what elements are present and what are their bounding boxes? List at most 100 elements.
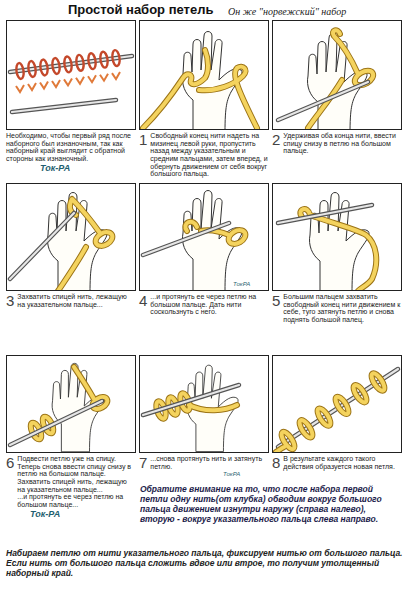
step-caption: Подвести петлю уже на спицу. Теперь снов… — [17, 455, 136, 478]
note-text: Обратите внимание на то, что после набор… — [140, 484, 402, 524]
note-text: Набираем петлю от нити указательного пал… — [6, 548, 404, 578]
caption-body: Свободный конец нити надеть на мизинец л… — [150, 132, 269, 178]
hand-needle-figure — [58, 199, 115, 291]
step-caption: Свободный конец нити надеть на мизинец л… — [150, 132, 269, 178]
step-panel: 2Удерживая оба конца нити, ввести спицу … — [272, 20, 402, 155]
needle-stitches-figure — [39, 59, 48, 76]
step-panel: 3Захватить спицей нить, лежащую на указа… — [6, 183, 136, 308]
hand-needle-figure — [278, 30, 376, 134]
step-panel: 1Свободный конец нити надеть на мизинец … — [139, 20, 269, 178]
step-caption: Удерживая оба конца нити, ввести спицу с… — [283, 132, 402, 155]
step-number: 5 — [272, 293, 280, 308]
caption-body: Подвести петлю уже на спицу. Теперь снов… — [17, 455, 136, 509]
hand-needle-figure — [143, 223, 229, 255]
step-number: 8 — [272, 455, 280, 470]
illustration-frame — [139, 20, 269, 130]
caption: 2Удерживая оба конца нити, ввести спицу … — [272, 132, 402, 155]
cast-on-row-figure — [278, 369, 398, 447]
cast-on-row-figure — [278, 369, 398, 447]
step-number: 1 — [139, 132, 147, 147]
needle-stitches-figure — [63, 56, 72, 73]
hand-needle-figure — [70, 199, 100, 233]
page-title: Простой набор петель — [68, 3, 213, 17]
cast-on-row-figure — [276, 371, 387, 452]
step-panel: 4...и протянуть ее через петлю на большо… — [139, 183, 269, 316]
hand-needle-figure — [58, 199, 115, 291]
hand-needle-figure — [308, 30, 376, 128]
step-panel: 7...снова протянуть нить и затянуть петл… — [139, 355, 269, 470]
hand-needle-figure — [143, 385, 239, 415]
cast-on-row-figure — [333, 395, 351, 416]
watermark: Ток-РА — [40, 164, 70, 174]
cast-on-row-figure — [276, 447, 284, 452]
hand-needle-figure — [278, 30, 376, 130]
caption-body: Захватить спицей нить, лежащую на указат… — [17, 293, 136, 308]
needle-stitches-figure — [10, 50, 132, 112]
hand-yarn-figure — [143, 50, 257, 128]
cast-on-row-figure — [315, 407, 333, 428]
needle-stitches-figure — [12, 100, 116, 112]
hand-needle-figure — [278, 82, 368, 120]
caption-body: Необходимо, чтобы первый ряд после набор… — [6, 132, 136, 163]
hand-needle-figure — [143, 191, 248, 292]
hand-needle-figure — [143, 223, 229, 255]
caption: 7...снова протянуть нить и затянуть петл… — [139, 455, 269, 470]
caption: 1Свободный конец нити надеть на мизинец … — [139, 132, 269, 178]
subtitle: Он же "норвежский" набор — [228, 6, 346, 17]
caption-body: Удерживая оба конца нити, ввести спицу с… — [283, 132, 402, 155]
hand-needle-figure — [308, 30, 376, 128]
hand-yarn-figure — [143, 50, 257, 128]
hand-needle-figure — [143, 365, 239, 451]
hand-needle-figure — [300, 209, 376, 291]
cast-on-row-figure — [297, 418, 315, 439]
needle-stitches-figure — [15, 63, 24, 80]
hand-needle-figure — [189, 405, 237, 410]
hand-needle-figure — [310, 215, 376, 291]
hand-needle-figure — [300, 209, 376, 291]
hand-needle-figure — [182, 191, 242, 292]
hand-needle-figure — [278, 193, 376, 294]
hand-needle-figure — [278, 205, 372, 223]
cast-on-row-figure — [276, 369, 398, 452]
hand-needle-figure — [58, 247, 86, 291]
cast-on-row-figure — [276, 369, 398, 452]
step-caption: ...и протянуть ее через петлю на большом… — [150, 293, 269, 316]
caption: Необходимо, чтобы первый ряд после набор… — [6, 132, 136, 163]
step-caption: ...и протянуть ее через петлю на большом… — [17, 493, 136, 508]
step-caption: Захватить спицей нить, лежащую на указат… — [17, 478, 136, 493]
step-number: 4 — [139, 293, 147, 308]
caption-body: ...снова протянуть нить и затянуть петлю… — [150, 455, 269, 470]
caption: 4...и протянуть ее через петлю на большо… — [139, 293, 269, 316]
caption: 8В результате каждого такого действия об… — [272, 455, 402, 470]
hand-needle-figure — [278, 193, 376, 292]
hand-needle-figure — [300, 209, 376, 291]
step-number: 3 — [6, 293, 14, 308]
step-caption: Большим пальцем захватить свободный коне… — [283, 293, 402, 324]
illustration-frame — [272, 183, 402, 291]
hand-needle-figure — [333, 30, 358, 74]
illustration-frame — [272, 20, 402, 130]
cast-on-row-figure — [351, 383, 369, 404]
step-number: 2 — [272, 132, 280, 147]
cast-on-row-figure — [276, 371, 387, 452]
hand-needle-figure — [10, 193, 115, 292]
illustration-frame — [139, 183, 269, 291]
step-caption: Захватить спицей нить, лежащую на указат… — [17, 293, 136, 308]
step-panel: 5Большим пальцем захватить свободный кон… — [272, 183, 402, 324]
step-panel: Необходимо, чтобы первый ряд после набор… — [6, 20, 136, 163]
caption-body: ...и протянуть ее через петлю на большом… — [150, 293, 269, 316]
needle-stitches-figure — [10, 50, 132, 112]
hand-needle-figure — [10, 213, 74, 279]
step-caption: Необходимо, чтобы первый ряд после набор… — [6, 132, 136, 163]
hand-needle-figure — [143, 385, 239, 415]
hand-needle-figure — [185, 222, 197, 231]
caption: 5Большим пальцем захватить свободный кон… — [272, 293, 402, 324]
step-panel: 8В результате каждого такого действия об… — [272, 355, 402, 470]
hand-needle-figure — [278, 205, 372, 223]
step-caption: В результате каждого такого действия обр… — [283, 455, 402, 470]
step-panel: 6Подвести петлю уже на спицу. Теперь сно… — [6, 355, 136, 509]
hand-needle-figure — [10, 401, 102, 445]
hand-needle-figure — [308, 30, 376, 128]
illustration-frame — [6, 20, 136, 130]
